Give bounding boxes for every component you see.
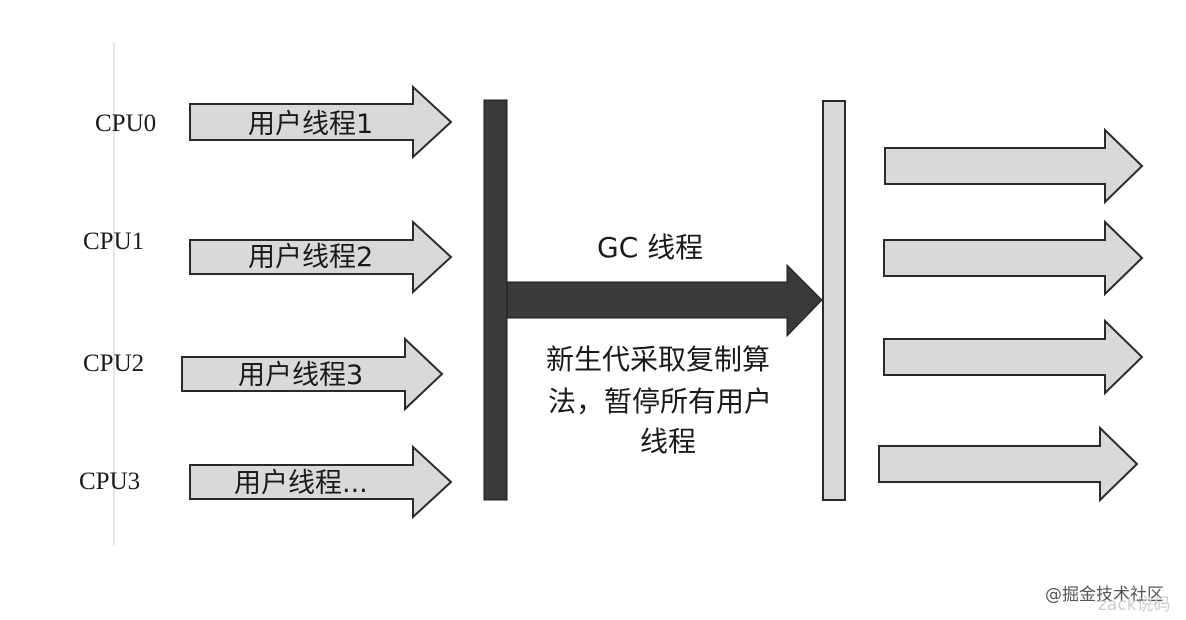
cpu-label-1: CPU1 — [83, 228, 144, 255]
gc-start-bar — [483, 99, 508, 501]
resumed-thread-arrow-3 — [878, 425, 1139, 503]
thread-label-3: 用户线程... — [234, 468, 368, 499]
thread-label-1: 用户线程2 — [248, 242, 373, 273]
user-thread-arrow-0 — [189, 84, 453, 160]
user-thread-arrow-3 — [189, 444, 453, 520]
gc-thread-arrow — [506, 263, 823, 338]
cpu-label-3: CPU3 — [79, 468, 140, 495]
user-thread-arrow-2 — [181, 336, 444, 412]
cpu-label-0: CPU0 — [95, 110, 156, 137]
resumed-thread-arrow-2 — [883, 318, 1144, 396]
gc-thread-label: GC 线程 — [597, 231, 703, 264]
resumed-thread-arrow-1 — [883, 219, 1144, 297]
cpu-label-2: CPU2 — [83, 350, 144, 377]
gc-description-line-2: 法，暂停所有用户 — [548, 385, 772, 418]
gc-description-line-1: 新生代采取复制算 — [546, 343, 770, 376]
gc-end-bar — [822, 100, 846, 501]
watermark-overlay: zack说码 — [1098, 595, 1171, 615]
resumed-thread-arrow-0 — [884, 127, 1144, 205]
thread-label-2: 用户线程3 — [238, 360, 363, 391]
thread-label-0: 用户线程1 — [248, 109, 373, 140]
user-thread-arrow-1 — [189, 219, 453, 295]
gc-description-line-3: 线程 — [640, 425, 696, 458]
watermark-text: @掘金技术社区 — [1045, 585, 1164, 605]
